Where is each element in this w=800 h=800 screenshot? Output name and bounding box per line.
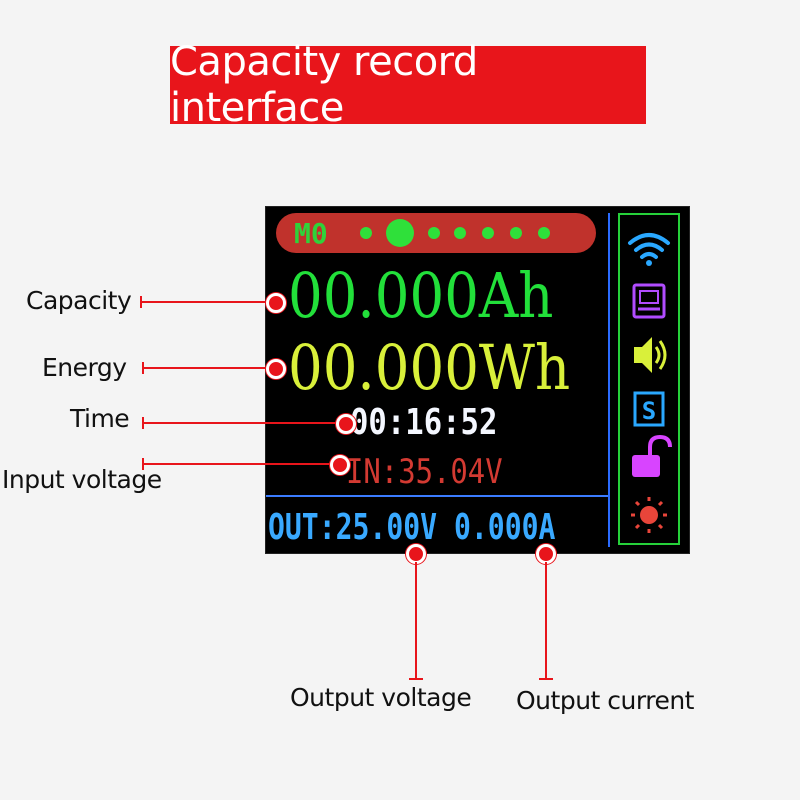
page-banner: Capacity record interface: [170, 39, 646, 131]
output-current-callout-cap: [539, 678, 553, 680]
unlock-icon: [632, 434, 672, 477]
output-voltage-value: OUT:25.00V: [268, 507, 438, 548]
output-voltage-callout-cap: [409, 678, 423, 680]
output-voltage-callout-label: Output voltage: [290, 683, 472, 712]
input-voltage-callout-cap: [142, 458, 144, 470]
time-callout-line: [144, 422, 340, 424]
mode-dot: [360, 227, 372, 239]
data-card-icon: [632, 283, 666, 319]
input-voltage-callout-label: Input voltage: [2, 465, 162, 494]
output-current-callout-label: Output current: [516, 686, 694, 715]
mode-bar: M0: [276, 213, 596, 253]
time-callout-marker: [336, 414, 356, 434]
mode-dot: [428, 227, 440, 239]
vertical-divider: [608, 213, 610, 547]
status-icon-column: S: [618, 213, 680, 545]
mode-dot: [482, 227, 494, 239]
energy-callout-cap: [142, 362, 144, 374]
mode-label: M0: [294, 217, 328, 250]
input-voltage-callout-marker: [330, 455, 350, 475]
output-voltage-callout-line: [415, 562, 417, 678]
svg-text:S: S: [642, 397, 656, 425]
mode-dot: [538, 227, 550, 239]
energy-callout-label: Energy: [42, 353, 127, 382]
mode-dot-active: [386, 219, 414, 247]
energy-callout-line: [144, 367, 268, 369]
capacity-callout-label: Capacity: [26, 286, 132, 315]
time-callout-cap: [142, 417, 144, 429]
banner-title: Capacity record interface: [170, 39, 478, 131]
output-readout: OUT:25.00V 0.000A: [268, 507, 555, 548]
capacity-callout-cap: [140, 296, 142, 308]
capacity-callout-line: [142, 301, 268, 303]
lcd-screen: M0 00.000Ah 00.000Wh 00:16:52 IN:35.04V …: [266, 207, 689, 553]
horizontal-divider: [266, 495, 608, 497]
mode-dot: [510, 227, 522, 239]
output-voltage-callout-marker: [406, 544, 426, 564]
output-current-callout-line: [545, 562, 547, 678]
capacity-callout-marker: [266, 293, 286, 313]
mode-dot: [454, 227, 466, 239]
output-current-callout-marker: [536, 544, 556, 564]
input-voltage-value: IN:35.04V: [346, 452, 503, 492]
output-current-value: 0.000A: [453, 507, 556, 548]
time-callout-label: Time: [70, 404, 130, 433]
energy-value: 00.000Wh: [288, 331, 571, 404]
wifi-icon: [628, 233, 670, 266]
brightness-icon: [631, 497, 667, 533]
speaker-icon: [634, 337, 667, 373]
capacity-value: 00.000Ah: [288, 259, 554, 332]
input-voltage-callout-line: [144, 463, 334, 465]
s-icon: S: [633, 391, 665, 427]
energy-callout-marker: [266, 359, 286, 379]
time-value: 00:16:52: [350, 402, 498, 443]
